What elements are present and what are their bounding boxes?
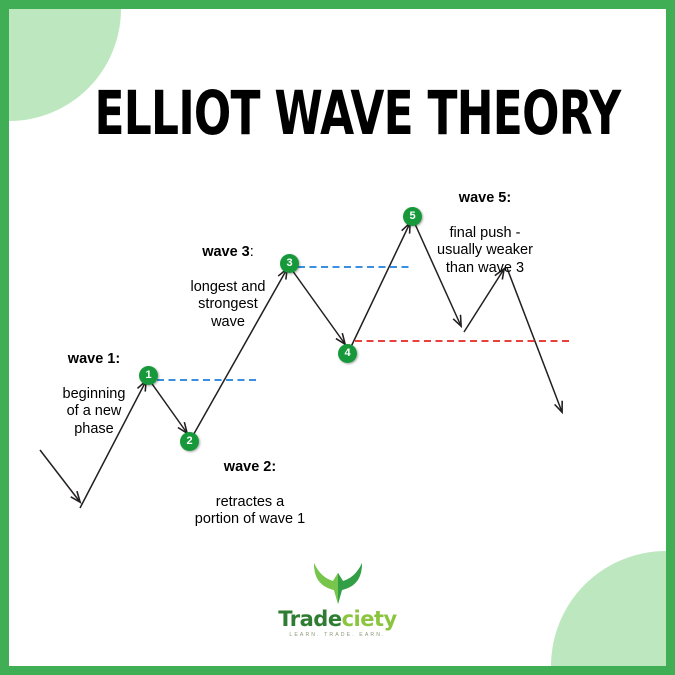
wave-marker-1[interactable]: 1 bbox=[139, 366, 158, 385]
annotation-wave-1: wave 1: beginning of a new phase bbox=[30, 333, 158, 456]
annotation-wave-2: wave 2: retractes a portion of wave 1 bbox=[160, 441, 340, 546]
brand-wordmark: Tradeciety bbox=[0, 608, 675, 630]
brand-name-part-1: Trade bbox=[278, 607, 342, 631]
wave-segment-5 bbox=[348, 223, 410, 352]
annotation-wave-3-body: longest and strongest wave bbox=[190, 278, 266, 330]
wave-marker-2[interactable]: 2 bbox=[180, 432, 199, 451]
page-title: ELLIOT WAVE THEORY bbox=[94, 78, 621, 149]
annotation-wave-5-heading: wave 5: bbox=[458, 189, 512, 206]
brand-name-part-2: ciety bbox=[341, 607, 398, 631]
wave-segment-4 bbox=[291, 269, 345, 344]
brand-logo: Tradeciety LEARN. TRADE. EARN. bbox=[0, 560, 675, 639]
wave-segment-lead-in bbox=[39, 449, 80, 502]
wave-marker-4[interactable]: 4 bbox=[338, 344, 357, 363]
annotation-wave-1-body: beginning of a new phase bbox=[62, 385, 126, 437]
wave-segment-3 bbox=[190, 269, 287, 440]
bull-horns-icon bbox=[313, 563, 362, 604]
annotation-wave-5: wave 5: final push - usually weaker than… bbox=[412, 172, 558, 295]
annotation-wave-3-heading-bold: wave 3 bbox=[202, 243, 250, 260]
brand-tagline: LEARN. TRADE. EARN. bbox=[289, 632, 386, 638]
wave-segment-a bbox=[414, 223, 461, 326]
annotation-wave-2-body: retractes a portion of wave 1 bbox=[194, 493, 306, 528]
wave-segment-1 bbox=[79, 381, 146, 509]
annotation-wave-3: wave 3: longest and strongest wave bbox=[160, 226, 296, 349]
annotation-wave-1-heading: wave 1: bbox=[67, 350, 121, 367]
wave-segment-b bbox=[463, 269, 504, 333]
annotation-wave-5-body: final push - usually weaker than wave 3 bbox=[437, 224, 533, 276]
annotation-wave-3-heading: wave 3: bbox=[160, 244, 296, 262]
annotation-wave-2-heading: wave 2: bbox=[223, 458, 277, 475]
wave-marker-3[interactable]: 3 bbox=[280, 254, 299, 273]
wave-marker-5[interactable]: 5 bbox=[403, 207, 422, 226]
wave-segment-2 bbox=[149, 380, 187, 433]
annotation-wave-3-heading-colon: : bbox=[249, 243, 254, 260]
